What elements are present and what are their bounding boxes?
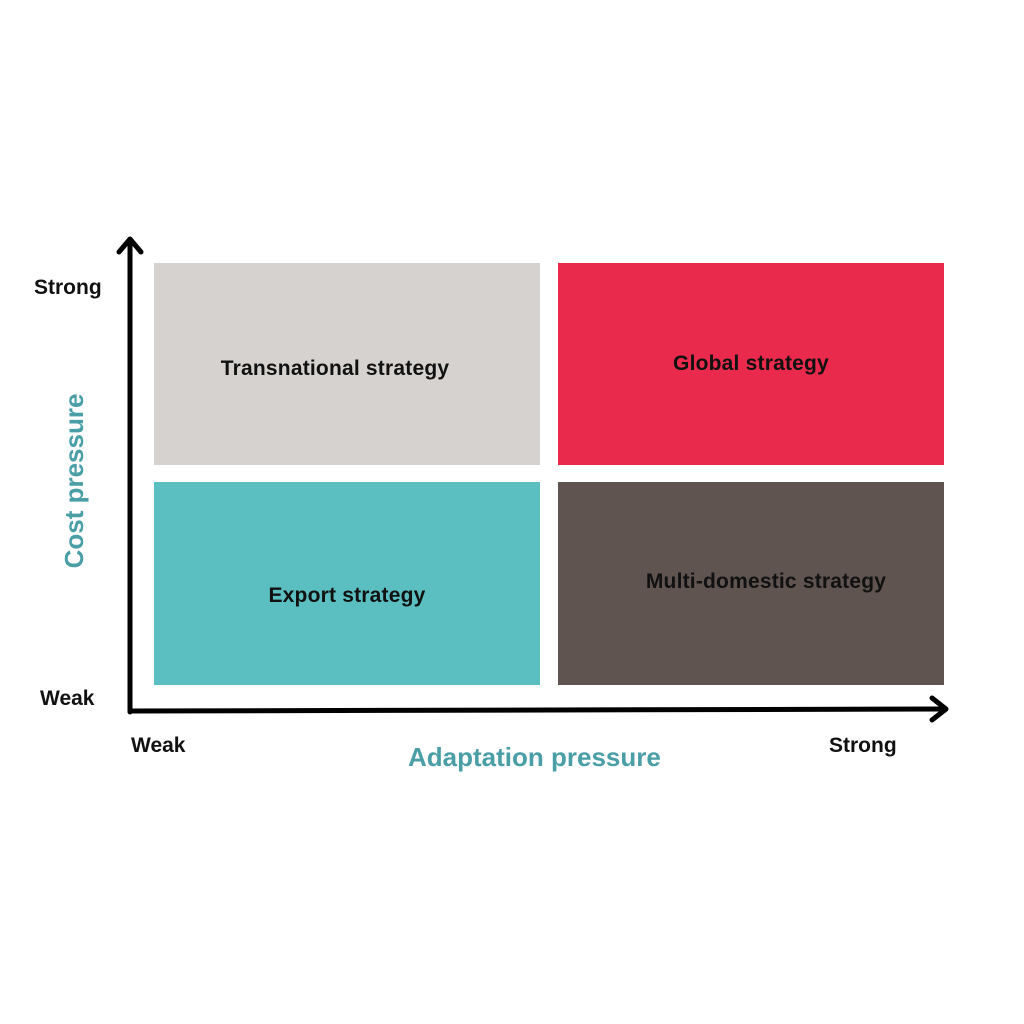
quadrant-global: Global strategy bbox=[558, 263, 944, 465]
quadrant-export: Export strategy bbox=[154, 482, 540, 685]
y-axis-low-label: Weak bbox=[40, 687, 95, 710]
x-axis-title: Adaptation pressure bbox=[408, 742, 661, 772]
x-axis-low-label: Weak bbox=[131, 734, 186, 757]
quadrant-transnational: Transnational strategy bbox=[154, 263, 540, 465]
quadrant-multi-domestic: Multi-domestic strategy bbox=[558, 482, 944, 685]
quadrant-label: Global strategy bbox=[673, 352, 829, 375]
x-axis-arrow-icon bbox=[929, 695, 949, 723]
quadrant-label: Transnational strategy bbox=[220, 357, 450, 380]
x-axis-high-label: Strong bbox=[829, 734, 897, 757]
quadrant-label: Export strategy bbox=[268, 583, 426, 607]
y-axis-high-label: Strong bbox=[34, 276, 102, 299]
y-axis-title: Cost pressure bbox=[59, 393, 89, 569]
y-axis-arrow-icon bbox=[116, 236, 144, 255]
x-axis-line bbox=[127, 706, 948, 714]
quadrant-label: Multi-domestic strategy bbox=[645, 569, 887, 593]
